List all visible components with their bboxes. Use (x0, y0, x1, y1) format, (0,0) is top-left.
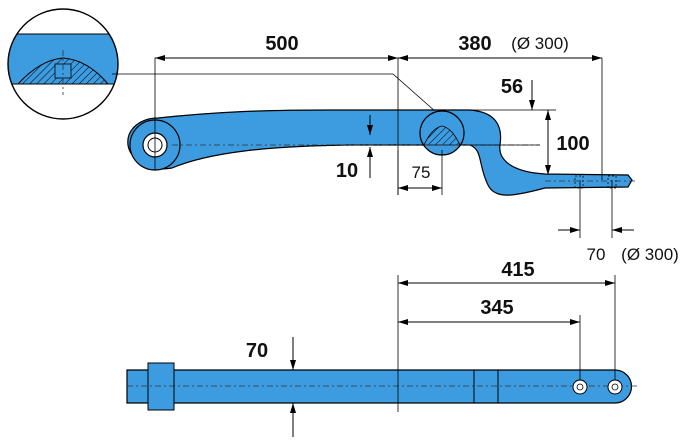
dim-415: 415 (501, 259, 534, 281)
spring-leaf-top (126, 369, 633, 404)
dim-345: 345 (480, 297, 513, 319)
dim-10: 10 (336, 160, 358, 182)
dim-100: 100 (556, 133, 589, 155)
dim-56: 56 (501, 76, 523, 98)
dim-500: 500 (265, 33, 298, 55)
dim-70-tip-diameter: (Ø 300) (621, 245, 679, 264)
side-view: 500 380 (Ø 300) 56 100 10 75 (127, 33, 679, 264)
dim-380-diameter: (Ø 300) (511, 34, 569, 53)
dim-70-width: 70 (246, 340, 268, 362)
mount-hole-2 (607, 379, 623, 395)
detail-inset (7, 8, 119, 120)
top-view: 415 345 70 (126, 259, 640, 437)
dim-70-tip: 70 (587, 245, 606, 264)
detail-leader (112, 73, 437, 113)
mount-hole-1 (572, 379, 588, 395)
dim-380: 380 (458, 33, 491, 55)
dim-75: 75 (412, 163, 431, 182)
